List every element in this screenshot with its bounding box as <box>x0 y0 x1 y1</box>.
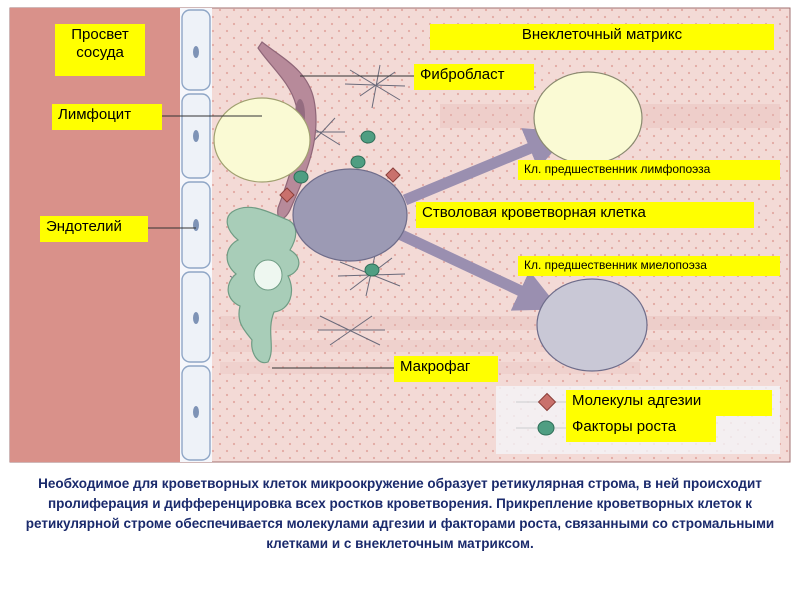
adhesion-molecules <box>279 167 401 203</box>
endothelium-layer <box>180 8 212 462</box>
label-macrophage: Макрофаг <box>394 356 498 382</box>
label-myelopoiesis-precursor: Кл. предшественник миелопоэза <box>518 256 780 276</box>
label-lymphopoiesis-precursor: Кл. предшественник лимфопоэза <box>518 160 780 180</box>
label-fibroblast: Фибробласт <box>414 64 534 90</box>
macrophage-nucleus <box>253 259 283 291</box>
legend-label-growth-factors: Факторы роста <box>566 416 716 442</box>
myeloid-precursor-cell <box>536 278 648 372</box>
arrow-to-myeloid-precursor <box>392 227 560 311</box>
label-vessel-lumen: Просвет сосуда <box>55 24 145 76</box>
label-extracellular-matrix: Внеклеточный матрикс <box>430 24 774 50</box>
lymphocyte-cell <box>213 97 311 183</box>
figure-caption: Необходимое для кроветворных клеток микр… <box>25 476 775 551</box>
label-lymphocyte: Лимфоцит <box>52 104 162 130</box>
lymphoid-precursor-cell <box>533 71 643 165</box>
arrow-to-lymphoid-precursor <box>402 128 571 206</box>
label-endothelium: Эндотелий <box>40 216 148 242</box>
growth-factors <box>293 130 380 277</box>
legend-label-adhesion-molecules: Молекулы адгезии <box>566 390 772 416</box>
legend-adhesion-symbol <box>537 392 557 412</box>
stem-cell <box>292 168 408 262</box>
label-stem-cell: Стволовая кроветворная клетка <box>416 202 754 228</box>
legend-growth-factor-symbol <box>537 420 555 436</box>
